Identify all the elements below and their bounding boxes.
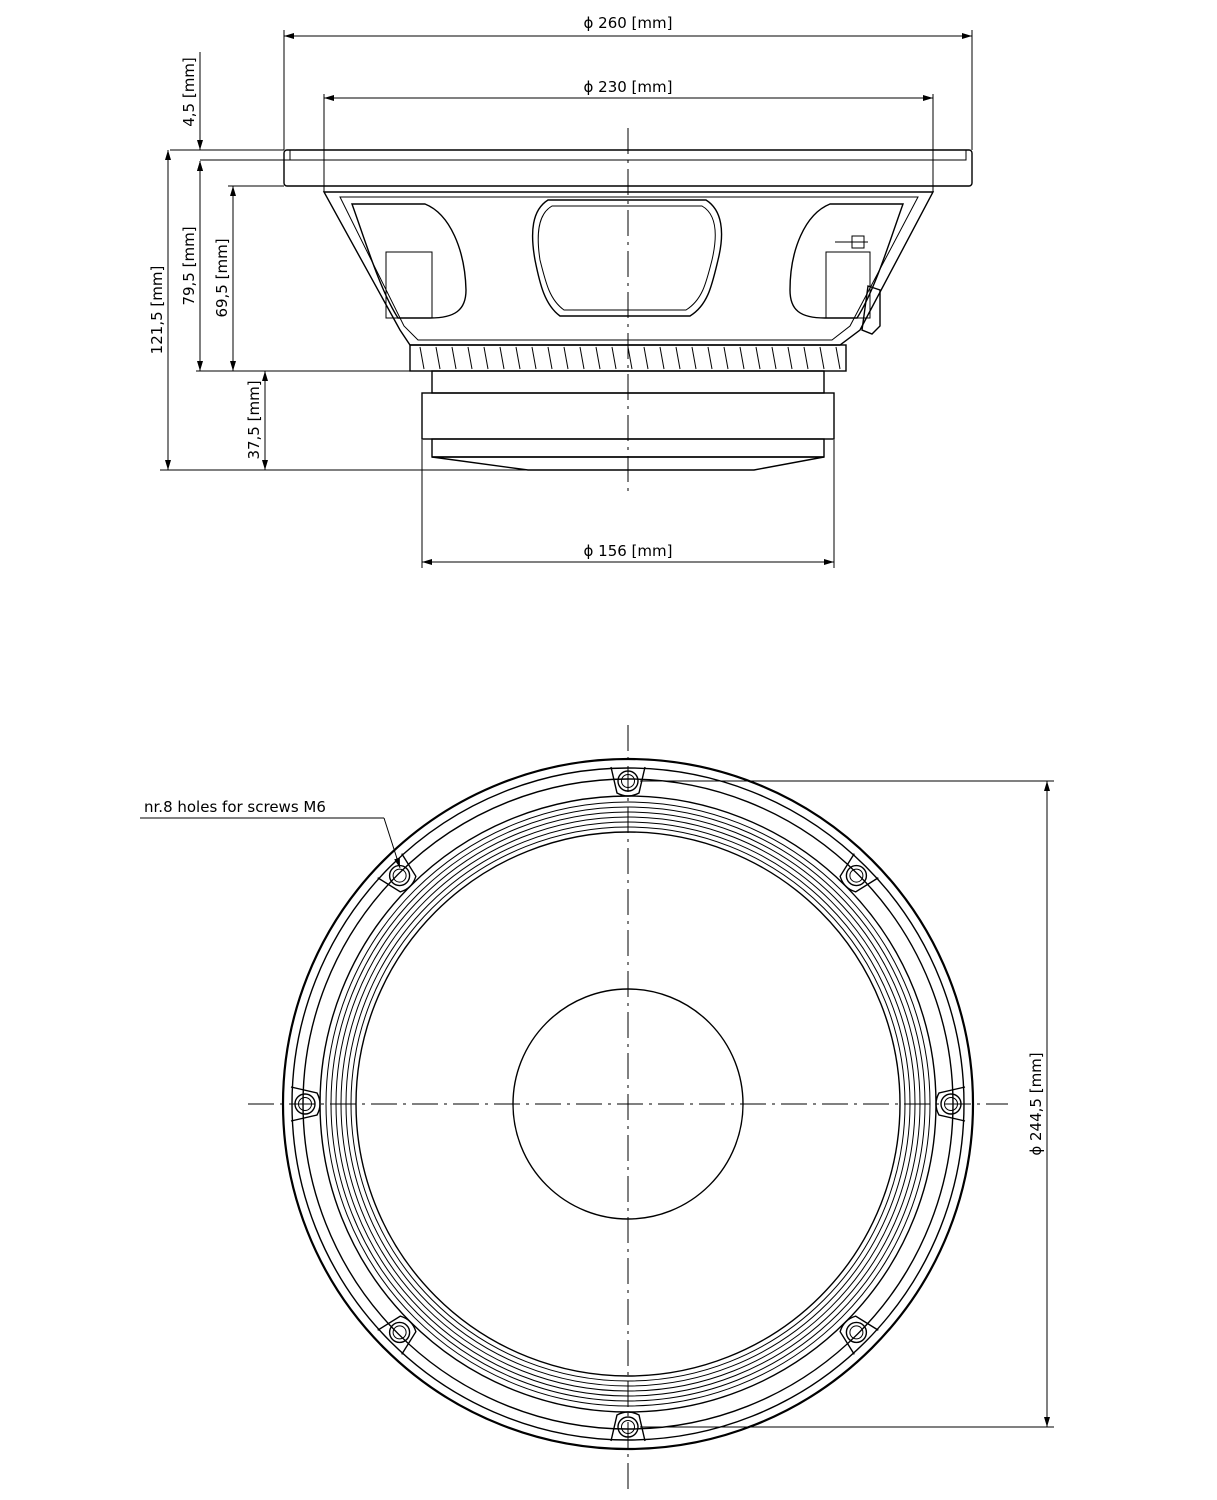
- cooling-fin: [419, 346, 425, 370]
- cooling-fin: [563, 346, 569, 370]
- cooling-fin: [835, 346, 841, 370]
- mounting-hole: [839, 853, 879, 893]
- cooling-fin: [435, 346, 441, 370]
- cooling-fin: [467, 346, 473, 370]
- basket-window-left: [351, 203, 467, 319]
- dim-magnet-diameter: ϕ 156 [mm]: [421, 440, 835, 568]
- magnet-assembly: [421, 370, 835, 471]
- holes-callout: nr.8 holes for screws M6: [140, 798, 401, 869]
- mounting-hole: [935, 1086, 966, 1122]
- dim-outer-diameter: ϕ 260 [mm]: [283, 14, 973, 150]
- basket-window-center: [531, 199, 723, 317]
- baffle-diameter-label: ϕ 230 [mm]: [584, 78, 673, 96]
- mounting-flange: [170, 149, 973, 187]
- cooling-fin: [547, 346, 553, 370]
- cooling-fin: [643, 346, 649, 370]
- magnet-diameter-label: ϕ 156 [mm]: [584, 542, 673, 560]
- side-view: ϕ 260 [mm] ϕ 230 [mm] ϕ 156 [mm] 4,5 [mm…: [148, 14, 973, 568]
- outer-diameter-label: ϕ 260 [mm]: [584, 14, 673, 32]
- cooling-fin: [691, 346, 697, 370]
- mounting-hole: [839, 1315, 879, 1355]
- cooling-fin: [595, 346, 601, 370]
- cooling-fin: [707, 346, 713, 370]
- cooling-fin: [499, 346, 505, 370]
- dim-magnet-depth: 37,5 [mm]: [245, 371, 268, 470]
- cutout-diameter-label: ϕ 244,5 [mm]: [1027, 1052, 1045, 1155]
- mounting-hole: [290, 1086, 321, 1122]
- magnet-depth-label: 37,5 [mm]: [245, 380, 263, 459]
- basket-depth-label: 69,5 [mm]: [213, 238, 231, 317]
- dim-cutout-diameter: ϕ 244,5 [mm]: [640, 780, 1054, 1428]
- cooling-fin: [755, 346, 761, 370]
- dim-total-depth: 121,5 [mm]: [148, 150, 528, 471]
- cooling-fin: [579, 346, 585, 370]
- front-view: nr.8 holes for screws M6 ϕ 244,5 [mm]: [140, 725, 1054, 1490]
- dim-flange-thickness: 4,5 [mm]: [180, 52, 203, 176]
- terminal: [861, 285, 881, 335]
- cooling-fin: [451, 346, 457, 370]
- mounting-hole: [377, 1315, 417, 1355]
- basket-window-right: [789, 203, 904, 319]
- cooling-fin: [627, 346, 633, 370]
- cooling-fin: [787, 346, 793, 370]
- holes-label: nr.8 holes for screws M6: [144, 798, 326, 816]
- total-depth-label: 121,5 [mm]: [148, 266, 166, 355]
- dim-baffle-diameter: ϕ 230 [mm]: [323, 78, 934, 192]
- cooling-fin: [675, 346, 681, 370]
- frame-depth-label: 79,5 [mm]: [180, 226, 198, 305]
- dim-frame-depth: 79,5 [mm]: [180, 161, 410, 372]
- cooling-fin: [659, 346, 665, 370]
- cooling-fin: [611, 346, 617, 370]
- mounting-hole: [610, 1411, 646, 1442]
- cooling-fin: [723, 346, 729, 370]
- cooling-fin: [771, 346, 777, 370]
- cooling-fin: [531, 346, 537, 370]
- cooling-fin: [819, 346, 825, 370]
- cooling-fin: [515, 346, 521, 370]
- cooling-fin: [483, 346, 489, 370]
- dim-basket-depth: 69,5 [mm]: [213, 185, 284, 371]
- flange-thickness-label: 4,5 [mm]: [180, 57, 198, 127]
- dust-cap: [512, 988, 744, 1220]
- cooling-fin: [739, 346, 745, 370]
- mounting-hole: [610, 766, 646, 797]
- cooling-fin: [803, 346, 809, 370]
- frame-outer-ring: [281, 757, 975, 1451]
